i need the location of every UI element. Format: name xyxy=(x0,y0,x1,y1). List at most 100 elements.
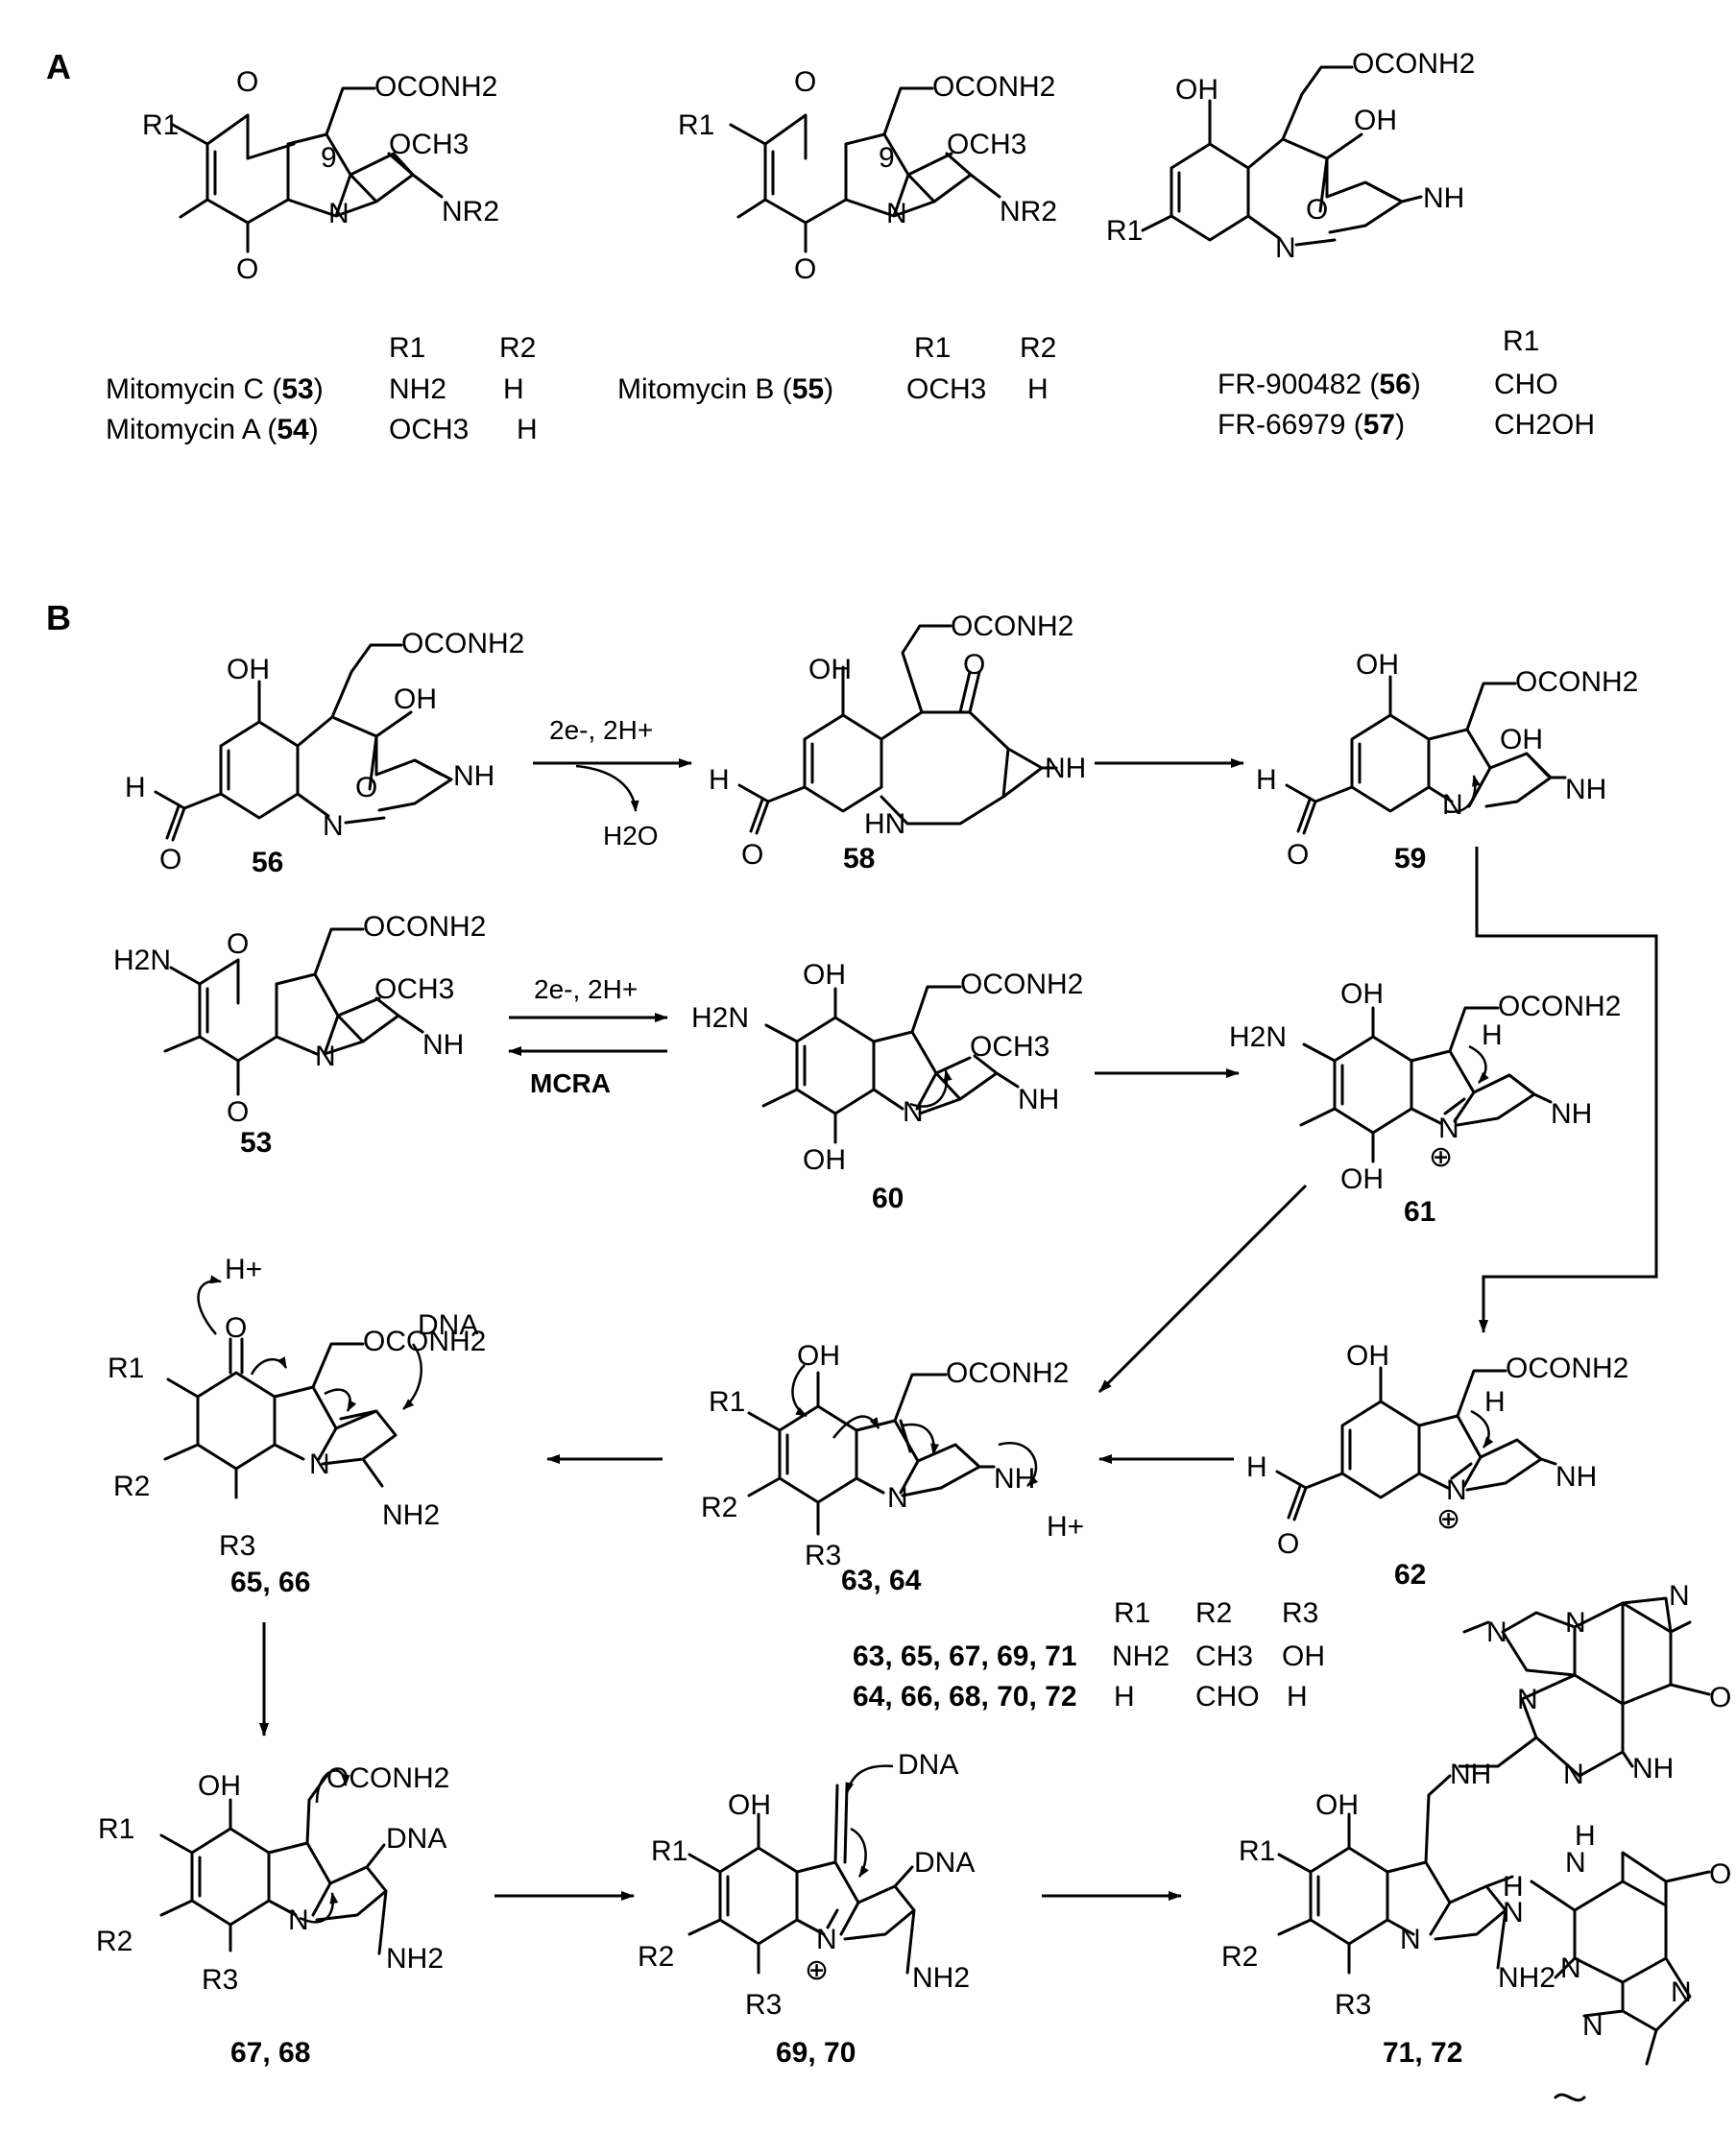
atom-oh: OH xyxy=(1315,1789,1359,1821)
atom-och3: OCH3 xyxy=(374,973,454,1005)
atom-r1: R1 xyxy=(678,109,714,141)
atom-n: N xyxy=(903,1096,924,1128)
atom-oconh2: OCONH2 xyxy=(401,628,524,659)
atom-n: N xyxy=(886,198,907,229)
atom-r1: R1 xyxy=(709,1386,745,1418)
atom-oconh2: OCONH2 xyxy=(1506,1353,1628,1384)
atom-nh: NH xyxy=(1555,1461,1597,1493)
atom-nh2: NH2 xyxy=(386,1943,444,1975)
atom-oh: OH xyxy=(1340,1163,1384,1195)
structure-56: OH OCONH2 OH O N NH H O xyxy=(125,628,524,875)
label-65-66: 65, 66 xyxy=(230,1567,310,1598)
atom-nh2: NH2 xyxy=(382,1499,440,1531)
atom-plus: ⊕ xyxy=(1429,1141,1453,1173)
atom-r1: R1 xyxy=(98,1813,134,1845)
atom-oh: OH xyxy=(797,1340,840,1372)
structure-65-66: H+ O OCONH2 DNA R1 R2 R3 N NH2 xyxy=(108,1254,486,1562)
structure-fr-900482: OH OCONH2 OH O N NH R1 xyxy=(1106,48,1475,264)
atom-nh: NH xyxy=(994,1463,1035,1495)
atom-oconh2: OCONH2 xyxy=(374,71,497,103)
atom-o: O xyxy=(1709,1858,1731,1890)
table-row-name: FR-900482 (56) xyxy=(1218,369,1421,400)
atom-n: N xyxy=(1275,232,1296,264)
atom-oconh2: OCONH2 xyxy=(960,969,1083,1000)
atom-dna: DNA xyxy=(898,1749,958,1781)
atom-oconh2: OCONH2 xyxy=(946,1357,1069,1389)
atom-oh: OH xyxy=(227,654,270,685)
atom-nr2: NR2 xyxy=(442,196,499,228)
table-header: R1 xyxy=(1114,1597,1150,1629)
atom-h: H xyxy=(1482,1019,1503,1051)
atom-o: O xyxy=(225,1312,247,1344)
atom-o: O xyxy=(236,66,258,98)
atom-r3: R3 xyxy=(745,1989,782,2021)
atom-h2n: H2N xyxy=(1229,1021,1287,1053)
atom-dna: DNA xyxy=(914,1847,975,1879)
atom-nh2: NH2 xyxy=(912,1962,970,1994)
atom-nh: NH xyxy=(1045,753,1086,784)
atom-o: O xyxy=(741,839,763,871)
atom-nh: NH xyxy=(1018,1084,1059,1115)
table-r-groups: R1 R2 R3 63, 65, 67, 69, 71 NH2 CH3 OH 6… xyxy=(853,1597,1325,1713)
table-cell: OCH3 xyxy=(906,373,986,405)
atom-n: N xyxy=(309,1449,330,1480)
table-cell: CH3 xyxy=(1195,1641,1253,1672)
atom-o: O xyxy=(227,928,249,960)
structure-69-70: OH DNA DNA R1 R2 R3 N ⊕ NH2 xyxy=(638,1749,975,2021)
table-cell: H xyxy=(503,373,524,405)
atom-h: H xyxy=(125,772,146,803)
atom-r3: R3 xyxy=(1335,1989,1371,2021)
atom-dna: DNA xyxy=(418,1309,478,1341)
table-mitomycin-b: R1 R2 Mitomycin B (55) OCH3 H xyxy=(617,332,1056,405)
structure-63-64: OH OCONH2 R1 R2 R3 N NH H+ xyxy=(701,1340,1084,1571)
atom-plus: ⊕ xyxy=(1436,1503,1460,1535)
table-row-name: FR-66979 (57) xyxy=(1218,409,1405,441)
atom-nh: NH xyxy=(1551,1098,1592,1130)
atom-oconh2: OCONH2 xyxy=(951,611,1073,642)
table-cell: H xyxy=(1027,373,1049,405)
atom-n: N xyxy=(1503,1897,1524,1928)
table-cell: H xyxy=(1114,1681,1135,1713)
atom-n: N xyxy=(1517,1684,1538,1715)
atom-n: N xyxy=(1486,1617,1507,1648)
atom-h: H xyxy=(1256,764,1277,796)
atom-r1: R1 xyxy=(142,109,179,141)
structure-62: OH OCONH2 H N ⊕ NH H O xyxy=(1246,1340,1628,1560)
atom-n: N xyxy=(323,810,344,842)
structure-mitomycin-b: O O R1 OCONH2 OCH3 9 N NR2 xyxy=(678,66,1057,285)
atom-9: 9 xyxy=(321,142,337,174)
label-63-64: 63, 64 xyxy=(841,1565,922,1596)
label-69-70: 69, 70 xyxy=(776,2037,856,2069)
atom-och3: OCH3 xyxy=(389,129,469,160)
label-59: 59 xyxy=(1394,843,1426,874)
atom-r2: R2 xyxy=(113,1471,150,1502)
label-60: 60 xyxy=(872,1183,904,1214)
atom-n: N xyxy=(1400,1924,1421,1955)
atom-oconh2: OCONH2 xyxy=(1498,991,1621,1022)
atom-nh: NH xyxy=(1565,774,1606,805)
atom-oconh2: OCONH2 xyxy=(1352,48,1475,80)
structure-mitomycin-c-a: O O R1 OCONH2 OCH3 9 N NR2 xyxy=(142,66,499,285)
atom-h: H xyxy=(1575,1820,1596,1852)
structure-67-68: OH OCONH2 DNA R1 R2 R3 N NH2 xyxy=(96,1762,449,1996)
atom-n: N xyxy=(887,1482,908,1514)
label-62: 62 xyxy=(1394,1559,1426,1591)
panel-label-a: A xyxy=(46,47,71,86)
atom-o: O xyxy=(355,772,377,803)
atom-h: H xyxy=(1484,1386,1506,1418)
atom-n: N xyxy=(816,1924,837,1955)
atom-o: O xyxy=(1306,194,1328,226)
atom-o: O xyxy=(794,66,816,98)
atom-n: N xyxy=(1671,1976,1692,2008)
atom-n: N xyxy=(1560,1952,1581,1984)
label-53: 53 xyxy=(240,1127,272,1159)
atom-o: O xyxy=(794,253,816,285)
atom-r3: R3 xyxy=(805,1540,841,1571)
atom-nh: NH xyxy=(453,760,494,792)
atom-n: N xyxy=(1438,1113,1459,1144)
atom-nr2: NR2 xyxy=(1000,196,1057,228)
atom-hn: HN xyxy=(864,808,905,840)
arrow-61-63 xyxy=(1097,1184,1308,1394)
label-61: 61 xyxy=(1404,1196,1435,1228)
